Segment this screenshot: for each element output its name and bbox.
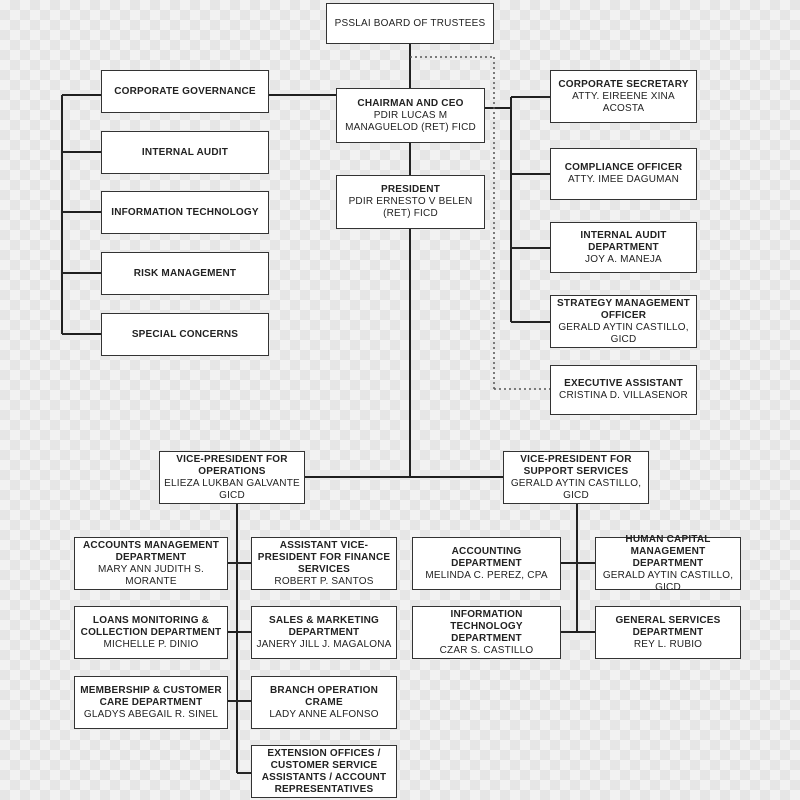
unit-special-concerns: SPECIAL CONCERNS xyxy=(101,313,269,356)
unit-corporate-governance: CORPORATE GOVERNANCE xyxy=(101,70,269,113)
vp-operations-box: VICE-PRESIDENT FOR OPERATIONS ELIEZA LUK… xyxy=(159,451,305,504)
board-of-trustees-box: PSSLAI BOARD OF TRUSTEES xyxy=(326,3,494,44)
dept-information-technology: INFORMATION TECHNOLOGY DEPARTMENT CZAR S… xyxy=(412,606,561,659)
president-name: PDIR ERNESTO V BELEN (RET) FICD xyxy=(348,196,473,219)
unit-risk-management: RISK MANAGEMENT xyxy=(101,252,269,295)
dept-membership-customer-care: MEMBERSHIP & CUSTOMER CARE DEPARTMENT GL… xyxy=(74,676,228,729)
unit-internal-audit: INTERNAL AUDIT xyxy=(101,131,269,174)
president-title: PRESIDENT xyxy=(380,184,441,195)
unit-information-technology: INFORMATION TECHNOLOGY xyxy=(101,191,269,234)
president-box: PRESIDENT PDIR ERNESTO V BELEN (RET) FIC… xyxy=(336,175,485,229)
chairman-box: CHAIRMAN AND CEO PDIR LUCAS M MANAGUELOD… xyxy=(336,88,485,143)
dept-human-capital-management: HUMAN CAPITAL MANAGEMENT DEPARTMENT GERA… xyxy=(595,534,741,593)
dept-loans-monitoring: LOANS MONITORING & COLLECTION DEPARTMENT… xyxy=(74,606,228,659)
staff-internal-audit-department: INTERNAL AUDIT DEPARTMENT JOY A. MANEJA xyxy=(550,222,697,273)
dept-sales-marketing: SALES & MARKETING DEPARTMENT JANERY JILL… xyxy=(251,606,397,659)
dept-general-services: GENERAL SERVICES DEPARTMENT REY L. RUBIO xyxy=(595,606,741,659)
chairman-name: PDIR LUCAS M MANAGUELOD (RET) FICD xyxy=(345,109,476,133)
dept-branch-operation-crame: BRANCH OPERATION CRAME LADY ANNE ALFONSO xyxy=(251,676,397,729)
dept-accounts-management: ACCOUNTS MANAGEMENT DEPARTMENT MARY ANN … xyxy=(74,537,228,590)
vp-support-services-box: VICE-PRESIDENT FOR SUPPORT SERVICES GERA… xyxy=(503,451,649,504)
chairman-title: CHAIRMAN AND CEO xyxy=(357,97,464,109)
staff-corporate-secretary: CORPORATE SECRETARY ATTY. EIREENE XINA A… xyxy=(550,70,697,123)
dept-accounting: ACCOUNTING DEPARTMENT MELINDA C. PEREZ, … xyxy=(412,537,561,590)
dept-extension-offices: EXTENSION OFFICES / CUSTOMER SERVICE ASS… xyxy=(251,745,397,798)
dept-avp-finance-services: ASSISTANT VICE-PRESIDENT FOR FINANCE SER… xyxy=(251,537,397,590)
staff-strategy-management-officer: STRATEGY MANAGEMENT OFFICER GERALD AYTIN… xyxy=(550,295,697,348)
board-title: PSSLAI BOARD OF TRUSTEES xyxy=(334,17,486,29)
staff-compliance-officer: COMPLIANCE OFFICER ATTY. IMEE DAGUMAN xyxy=(550,148,697,200)
staff-executive-assistant: EXECUTIVE ASSISTANT CRISTINA D. VILLASEN… xyxy=(550,365,697,415)
